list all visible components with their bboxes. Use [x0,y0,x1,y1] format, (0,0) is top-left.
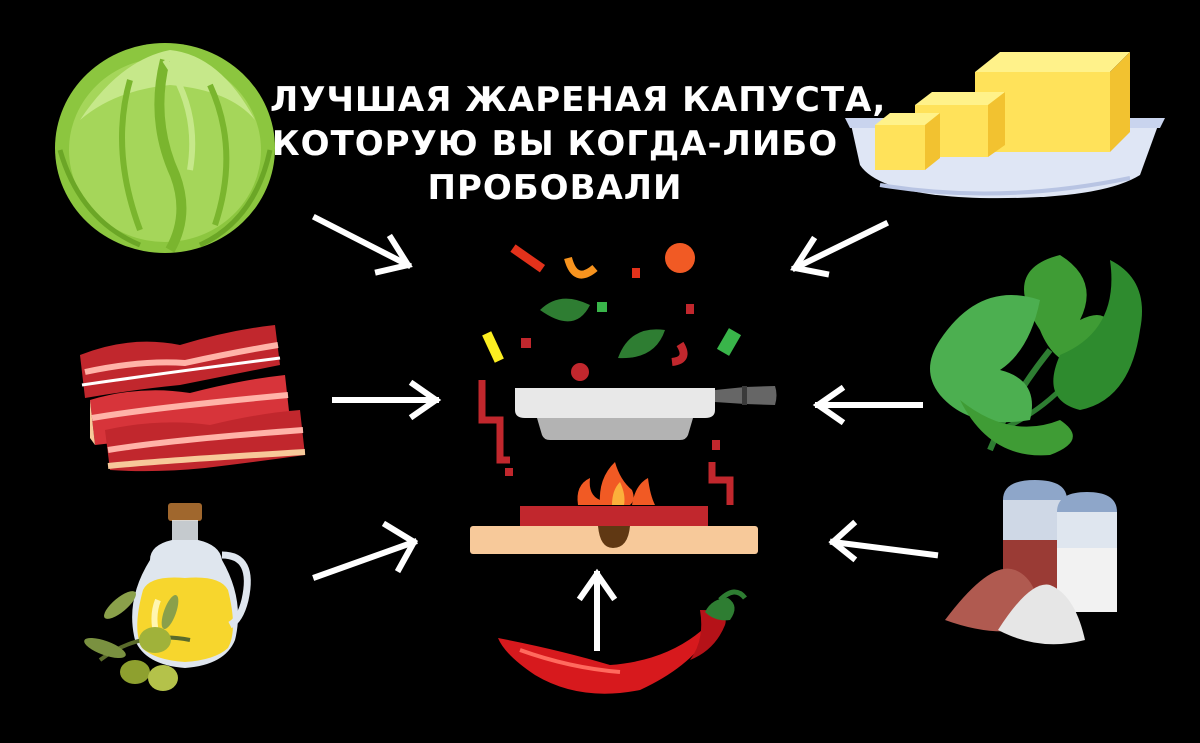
salt-pepper-icon [945,480,1117,645]
arrow-cabbage-to-pan [311,213,413,276]
page-title: ЛУЧШАЯ ЖАРЕНАЯ КАПУСТА, КОТОРУЮ ВЫ КОГДА… [270,78,887,210]
parsley-icon [930,255,1142,456]
chili-pepper-icon [498,589,747,694]
arrow-parsley-to-pan [812,384,923,426]
arrow-olive-oil-to-pan [312,520,419,581]
cabbage-icon [55,43,275,253]
arrow-bacon-to-pan [332,379,442,421]
bacon-icon [80,325,306,472]
title-line-2: КОТОРУЮ ВЫ КОГДА-ЛИБО [271,124,839,164]
title-line-1: ЛУЧШАЯ ЖАРЕНАЯ КАПУСТА, [270,80,887,120]
olive-oil-icon [84,503,251,691]
title-line-3: ПРОБОВАЛИ [427,168,683,208]
arrow-salt-pepper-to-pan [828,519,939,563]
arrow-butter-to-pan [790,219,890,278]
arrow-chili-to-pan [576,568,618,651]
butter-icon [845,52,1165,199]
frying-pan-stove-icon [470,243,777,554]
